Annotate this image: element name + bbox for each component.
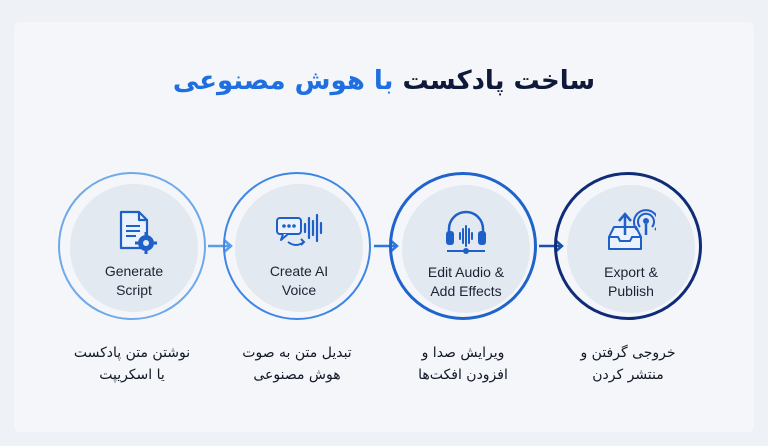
step-inner: Export & Publish <box>567 185 695 313</box>
step-caption: تبدیل متن به صوت هوش مصنوعی <box>242 345 352 383</box>
step-create-ai-voice: Create AI Voice <box>223 172 371 320</box>
voice-wave-icon <box>276 213 323 246</box>
title-main: ساخت پادکست <box>402 66 596 96</box>
export-podcast-icon <box>608 209 656 250</box>
step-edit-audio: Edit Audio & Add Effects <box>389 172 537 320</box>
step-inner: Create AI Voice <box>235 184 363 312</box>
step-generate-script: Generate Script <box>58 172 206 320</box>
step-label: Generate Script <box>104 263 164 298</box>
step-caption: ویرایش صدا و افزودن افکت‌ها <box>418 345 508 383</box>
step-caption: نوشتن متن پادکست یا اسکریپت <box>73 345 191 383</box>
step-label: Create AI Voice <box>269 263 329 298</box>
step-inner: Edit Audio & Add Effects <box>402 185 530 313</box>
script-gear-icon <box>119 210 157 254</box>
step-label: Edit Audio & Add Effects <box>427 264 505 299</box>
step-label: Export & Publish <box>604 264 658 299</box>
title-highlight: با هوش مصنوعی <box>172 66 394 96</box>
step-export-publish: Export & Publish <box>554 172 702 320</box>
page-title: ساخت پادکست با هوش مصنوعی <box>0 66 768 96</box>
step-inner: Generate Script <box>70 184 198 312</box>
headphones-icon <box>446 210 486 254</box>
step-caption: خروجی گرفتن و منتشر کردن <box>580 345 676 383</box>
